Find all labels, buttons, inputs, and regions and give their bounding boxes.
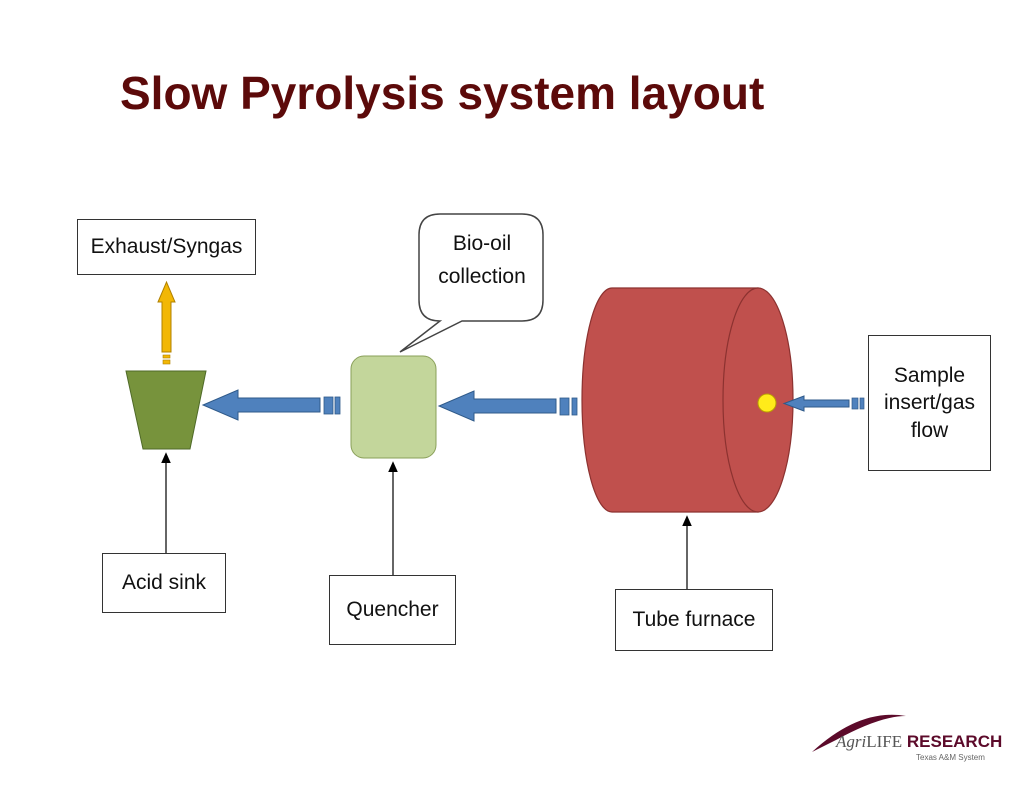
flow-arrow-sample-inlet bbox=[782, 395, 865, 412]
acid-sink-label: Acid sink bbox=[102, 553, 226, 613]
logo-agri-text: Agri bbox=[836, 732, 867, 751]
exhaust-syngas-label: Exhaust/Syngas bbox=[77, 219, 256, 275]
sample-insert-label: Sample insert/gas flow bbox=[868, 335, 991, 471]
flow-arrow-to-acid-sink bbox=[201, 389, 341, 421]
bio-oil-label: Bio-oil collection bbox=[438, 232, 526, 288]
logo-life-text: LIFE bbox=[866, 732, 903, 751]
logo-swoosh bbox=[812, 714, 906, 752]
logo-research-text: RESEARCH bbox=[906, 732, 1003, 751]
logo-subtitle: Texas A&M System bbox=[916, 753, 985, 762]
quencher-vessel bbox=[350, 355, 437, 459]
acid-sink-vessel bbox=[125, 370, 207, 450]
tube-furnace-label: Tube furnace bbox=[615, 589, 773, 651]
quencher-label: Quencher bbox=[329, 575, 456, 645]
exhaust-arrow bbox=[157, 280, 176, 365]
page-title: Slow Pyrolysis system layout bbox=[120, 67, 765, 119]
bio-oil-callout-bubble bbox=[399, 213, 544, 353]
sample-insert-dot bbox=[757, 393, 777, 413]
flow-arrow-to-quencher bbox=[437, 390, 578, 422]
agrilife-research-logo: AgriLIFE RESEARCH bbox=[836, 732, 1002, 752]
